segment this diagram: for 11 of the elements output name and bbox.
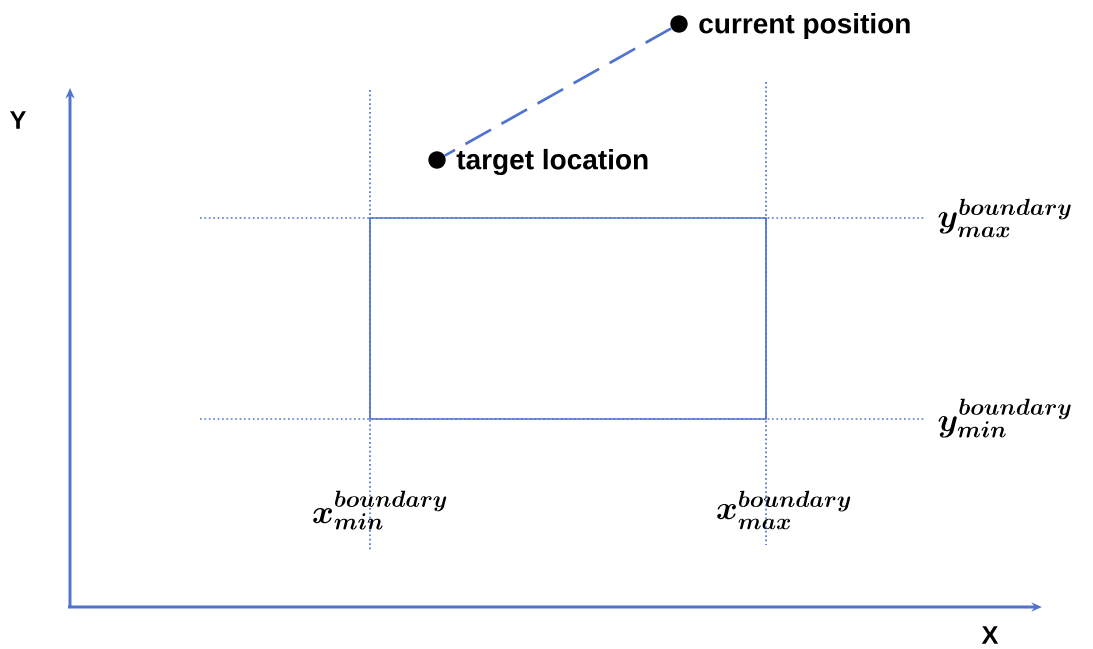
axis-label: Y — [10, 111, 27, 129]
dot — [670, 15, 688, 33]
axis-formula: $y^{boundary}_{max}$ — [938, 198, 1071, 238]
axis-formula: $y^{boundary}_{min}$ — [938, 398, 1071, 438]
axis-formula: $x^{boundary}_{min}$ — [313, 490, 447, 530]
axis-label: X — [981, 626, 999, 644]
dot — [428, 151, 446, 169]
point-label: current position — [699, 12, 910, 40]
point-label: target location — [456, 148, 648, 176]
axis-formula: $x^{boundary}_{max}$ — [717, 490, 851, 530]
dashed-line — [444, 27, 672, 157]
